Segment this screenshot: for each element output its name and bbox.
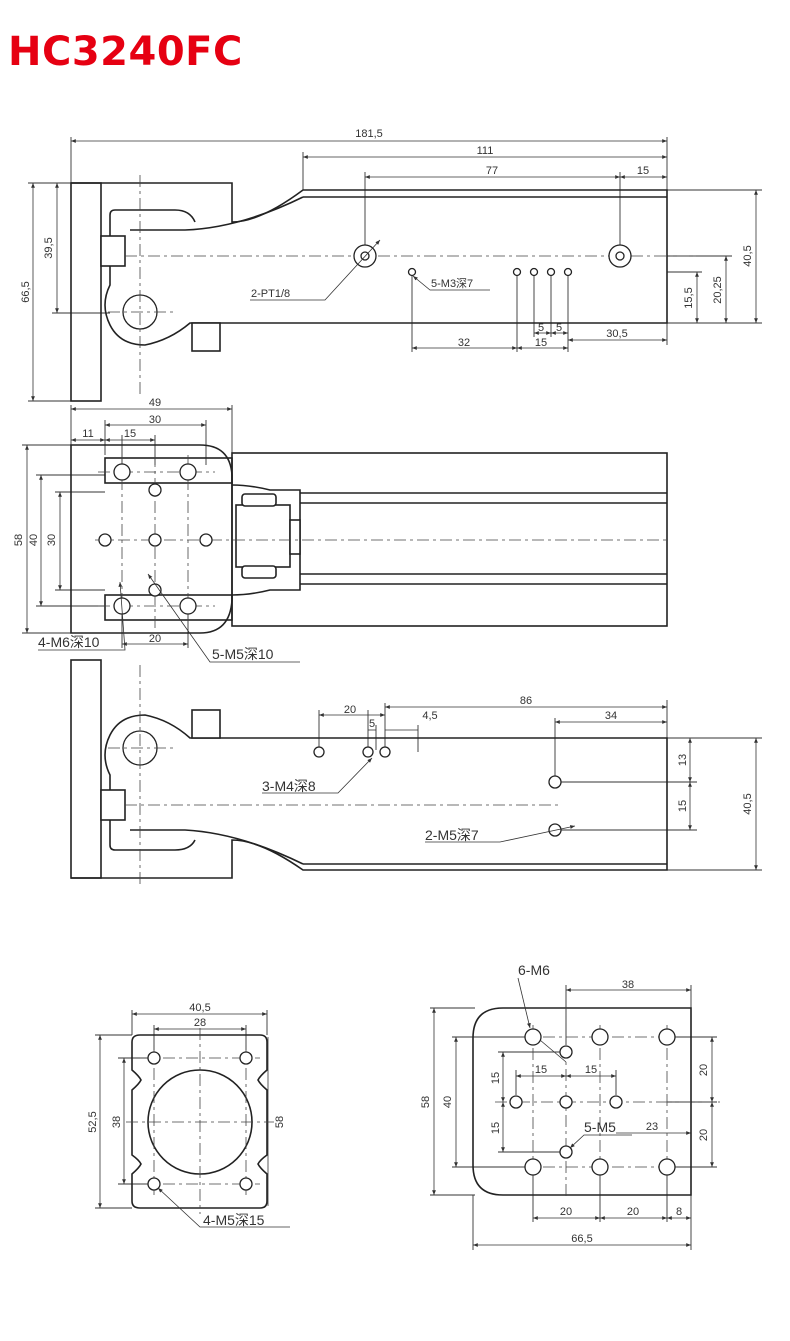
tap-holes [407, 267, 573, 277]
m5-holes [509, 1045, 623, 1159]
dim-15: 15 [124, 428, 136, 440]
dim-28: 28 [194, 1017, 206, 1029]
m6-holes [113, 463, 197, 615]
flange-outline [131, 1034, 268, 1209]
dim-20a: 20 [698, 1064, 710, 1076]
dim-38: 38 [111, 1116, 123, 1128]
dim-86: 86 [520, 695, 532, 707]
dim-20: 20 [149, 633, 161, 645]
bottom-view: 20 5 4,5 86 34 13 15 40,5 3-M4深8 2-M5深7 [70, 659, 762, 885]
dim-15v-a: 15 [490, 1072, 502, 1084]
hex-nut [191, 322, 221, 352]
m5-holes [147, 1051, 253, 1191]
m6-holes [524, 1028, 676, 1176]
dim-15h-a: 15 [535, 1064, 547, 1076]
dim-11: 11 [82, 428, 93, 440]
note-m5: 4-M5深15 [203, 1212, 265, 1228]
dim-20: 20 [344, 704, 356, 716]
bracket-outline [70, 182, 668, 402]
dim-40-5: 40,5 [742, 793, 754, 814]
dim-8: 8 [676, 1206, 682, 1218]
dim-5b: 5 [556, 322, 562, 334]
dim-pivot-height: 39,5 [43, 237, 55, 258]
dim-height-left: 66,5 [20, 281, 32, 302]
note-m5: 5-M5深10 [212, 646, 274, 662]
clevis-block [235, 504, 291, 568]
dim-4-5: 4,5 [422, 710, 437, 722]
dim-58: 58 [420, 1096, 432, 1108]
hex-nut [191, 709, 221, 739]
dim-40: 40 [28, 534, 40, 546]
dim-15: 15 [535, 337, 547, 349]
dim-38: 38 [622, 979, 634, 991]
dim-30: 30 [149, 414, 161, 426]
m5-holes [548, 775, 562, 837]
hex-nut [100, 789, 126, 821]
note-m6: 4-M6深10 [38, 634, 100, 650]
dim-20c: 20 [560, 1206, 572, 1218]
dim-58: 58 [274, 1116, 286, 1128]
dim-holes-span: 77 [486, 165, 498, 177]
bottom-outline [70, 659, 668, 879]
dim-15v-b: 15 [490, 1122, 502, 1134]
flange-view: 40,5 28 52,5 38 58 4-M5深15 [87, 1002, 290, 1228]
m4-holes [313, 746, 391, 758]
m5-holes [98, 483, 213, 597]
dim-30-5: 30,5 [606, 328, 627, 340]
dim-15: 15 [677, 800, 689, 812]
dim-34: 34 [605, 710, 617, 722]
note-m5: 5-M5 [584, 1119, 616, 1135]
plate-view: 38 58 40 20 20 15 15 15 15 23 20 20 8 66… [420, 962, 720, 1250]
dim-end-offset: 15 [637, 165, 649, 177]
hex-nut [100, 235, 126, 267]
dim-40-5: 40,5 [189, 1002, 210, 1014]
dim-15-5: 15,5 [683, 287, 695, 308]
dim-15h-b: 15 [585, 1064, 597, 1076]
side-view: 49 30 11 15 20 58 40 30 4-M6深10 5-M5深10 [13, 397, 668, 663]
dim-5: 5 [369, 718, 375, 730]
dim-66-5: 66,5 [571, 1233, 592, 1245]
note-m5: 2-M5深7 [425, 827, 479, 843]
dim-49: 49 [149, 397, 161, 409]
dim-52-5: 52,5 [87, 1111, 99, 1132]
note-m6: 6-M6 [518, 962, 550, 978]
dim-20b: 20 [698, 1129, 710, 1141]
dim-height-right: 40,5 [742, 245, 754, 266]
dim-32: 32 [458, 337, 470, 349]
dim-20d: 20 [627, 1206, 639, 1218]
dim-rail: 111 [477, 145, 494, 157]
note-tap: 5-M3深7 [431, 277, 473, 290]
page-title: HC3240FC [8, 29, 243, 75]
note-port: 2-PT1/8 [251, 288, 290, 300]
dim-30v: 30 [46, 534, 58, 546]
dim-58: 58 [13, 534, 25, 546]
dim-5a: 5 [538, 322, 544, 334]
dim-overall: 181,5 [355, 128, 383, 140]
plate-outline [472, 1007, 692, 1196]
dim-40: 40 [442, 1096, 454, 1108]
dim-20-25: 20,25 [712, 276, 724, 304]
note-m4: 3-M4深8 [262, 778, 316, 794]
side-outline [70, 444, 668, 634]
dim-13: 13 [677, 754, 689, 766]
top-view: 181,5 111 77 15 66,5 39,5 40,5 20,25 15,… [20, 128, 762, 402]
dim-23: 23 [646, 1121, 658, 1133]
